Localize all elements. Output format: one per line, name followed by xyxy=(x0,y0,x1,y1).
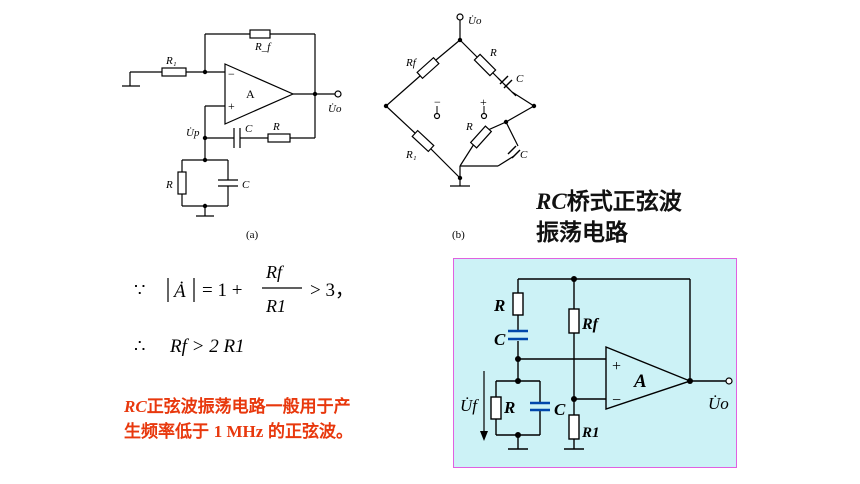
label-r-series: R xyxy=(272,121,280,133)
bridge-label-c-top: C xyxy=(516,73,524,85)
frequency-note: RC正弦波振荡电路一般用于产 生频率低于 1 MHz 的正弦波。 xyxy=(124,394,353,444)
bridge-label-r-top: R xyxy=(489,47,497,59)
label-amp: A xyxy=(246,87,255,101)
caption-b: (b) xyxy=(452,229,465,241)
panel-label-rf: Rf xyxy=(581,316,600,333)
label-c-series: C xyxy=(245,123,253,135)
formula-block: ∵ Ȧ = 1 + Rf R1 > 3， ∴ Rf > 2 R1 xyxy=(134,262,354,357)
bridge-label-uo: U̇o xyxy=(468,15,482,27)
panel-r1-resistor xyxy=(568,414,580,440)
title-line1: 桥式正弦波 xyxy=(566,188,682,214)
note-frequency: 1 MHz xyxy=(213,422,264,441)
panel-label-plus: + xyxy=(612,358,621,375)
title-italic: RC xyxy=(536,189,567,214)
bridge-label-rf: Rf xyxy=(405,57,418,69)
panel-label-r-shunt: R xyxy=(503,398,515,417)
note-line2-post: 的正弦波。 xyxy=(263,422,354,441)
label-r1: R₁ xyxy=(165,55,177,67)
bridge-label-r-bottom: R xyxy=(465,121,473,133)
note-italic: RC xyxy=(124,397,147,416)
therefore-symbol: ∴ xyxy=(134,336,145,356)
panel-label-r: R xyxy=(493,296,505,315)
condition-formula: Rf > 2 R1 xyxy=(169,336,245,357)
r-series-resistor xyxy=(267,133,291,143)
label-r-shunt: R xyxy=(165,179,173,191)
bridge-label-r1: R₁ xyxy=(405,149,417,161)
panel-label-uf: U̇f xyxy=(460,396,479,415)
panel-label-c-shunt: C xyxy=(554,400,566,419)
label-plus: + xyxy=(228,99,235,113)
panel-r-shunt-resistor xyxy=(490,396,502,420)
label-up: U̇p xyxy=(186,127,200,139)
diagram-title: RC桥式正弦波 振荡电路 xyxy=(536,186,682,247)
bridge-r1-resistor xyxy=(411,129,435,153)
note-line1: 正弦波振荡电路一般用于产 xyxy=(146,397,351,416)
circuit-b-diagram: U̇o Rf R C − + R₁ R C (b) xyxy=(383,13,537,241)
panel-circuit-diagram: R C Rf + − A U̇f R C R1 U̇o xyxy=(460,276,733,450)
fraction-denominator: R1 xyxy=(265,296,286,316)
panel-label-r1: R1 xyxy=(581,425,600,441)
bridge-rf-resistor xyxy=(416,56,440,80)
panel-output-terminal xyxy=(725,377,733,385)
panel-label-c: C xyxy=(494,330,506,349)
label-uo: U̇o xyxy=(328,103,342,115)
gain-symbol: Ȧ xyxy=(172,281,186,302)
rf-resistor xyxy=(249,29,271,39)
note-line2-pre: 生频率低于 xyxy=(124,422,214,441)
bridge-label-c-bottom: C xyxy=(520,149,528,161)
panel-label-uo: U̇o xyxy=(708,394,729,413)
panel-label-minus: − xyxy=(612,392,621,409)
bridge-r-top-resistor xyxy=(473,53,497,77)
label-rf: R_f xyxy=(254,41,272,53)
panel-rf-resistor xyxy=(568,308,580,334)
r1-resistor xyxy=(161,67,187,77)
because-symbol: ∵ xyxy=(134,280,145,300)
fraction-numerator: Rf xyxy=(265,262,285,282)
panel-label-amp: A xyxy=(633,371,647,392)
bridge-label-plus: + xyxy=(480,95,487,109)
caption-a: (a) xyxy=(246,229,259,241)
title-line2: 振荡电路 xyxy=(536,219,628,245)
bridge-circuit-panel: R C Rf + − A U̇f R C R1 U̇o xyxy=(453,258,737,468)
circuit-a-diagram: R₁ R_f A − + U̇o U̇p C R R C (a) xyxy=(122,29,342,241)
equals-one-plus: = 1 + xyxy=(202,280,242,301)
panel-r-resistor xyxy=(512,292,524,316)
greater-than-three: > 3， xyxy=(310,280,354,301)
label-minus: − xyxy=(228,67,235,81)
output-terminal xyxy=(334,90,342,98)
bridge-r-bottom-resistor xyxy=(469,125,493,149)
label-c-shunt: C xyxy=(242,179,250,191)
bridge-label-minus: − xyxy=(434,95,441,109)
r-shunt-resistor xyxy=(177,171,187,195)
